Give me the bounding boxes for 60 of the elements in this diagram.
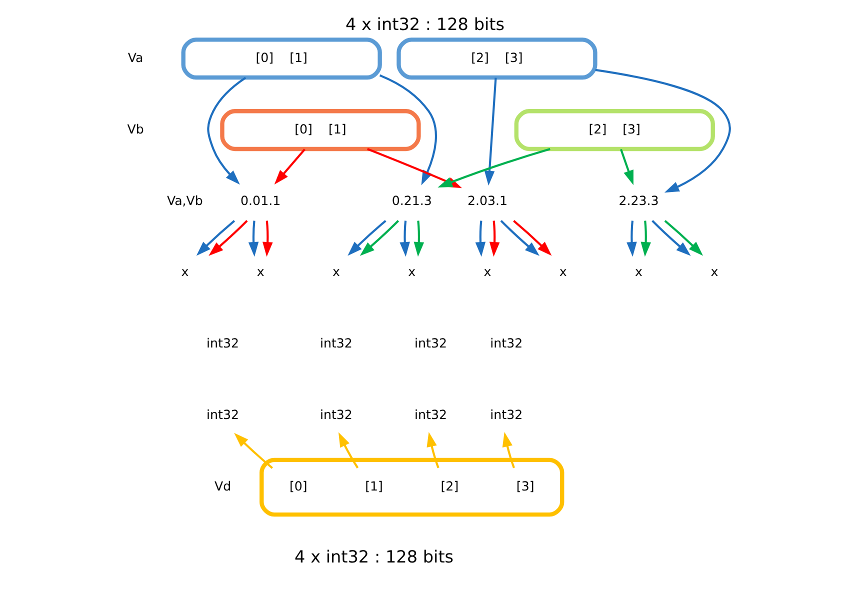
node-text: int32 <box>414 407 448 422</box>
label: int32 <box>414 336 448 351</box>
node-box: [0] [1] <box>220 109 421 152</box>
arrow <box>207 76 246 185</box>
arrow <box>484 78 497 186</box>
diagram-title: 4 x int32 : 128 bits <box>346 14 504 34</box>
label: Va <box>128 50 144 65</box>
arrow <box>652 220 691 256</box>
node-text: x <box>181 264 189 280</box>
label: int32 <box>490 336 523 351</box>
arrow <box>500 220 540 256</box>
node-text: int32 <box>206 407 239 422</box>
arrow <box>426 432 440 468</box>
node-text: 0.01.1 <box>240 192 281 208</box>
arrow <box>664 220 704 256</box>
node-text: int32 <box>490 407 523 422</box>
arrow <box>626 220 637 257</box>
node-box: [2] [3] <box>514 109 715 152</box>
arrow <box>196 220 236 256</box>
node-text: x <box>332 264 340 280</box>
label: Vb <box>127 121 144 136</box>
arrow <box>400 220 410 257</box>
arrow <box>414 220 424 257</box>
label: Vd <box>214 478 232 494</box>
node-text: 2.23.3 <box>618 192 659 208</box>
arrow <box>208 220 248 256</box>
node-text: x <box>635 264 643 280</box>
arrow <box>489 220 500 257</box>
node-text: int32 <box>320 407 352 422</box>
node-box: [2] [3] <box>396 38 598 80</box>
arrow <box>513 220 552 256</box>
arrow <box>640 220 651 257</box>
label: Va,Vb <box>166 192 203 208</box>
node-text: 2.03.1 <box>467 192 508 208</box>
arrow <box>360 220 400 256</box>
arrow <box>502 432 515 468</box>
node-text: x <box>256 264 264 280</box>
arrow <box>338 432 359 468</box>
node-box: [0] [1] <box>181 38 382 80</box>
cluster <box>260 458 564 517</box>
arrow <box>234 432 274 469</box>
node-text: [1] <box>365 478 383 494</box>
arrow <box>620 148 634 186</box>
label: int32 <box>206 336 239 351</box>
node-text: [0] <box>289 478 308 494</box>
node-text: [3] <box>516 478 534 494</box>
arrow <box>595 68 731 193</box>
node-text: x <box>559 264 567 280</box>
node-text: x <box>484 264 492 280</box>
node-text: x <box>710 264 718 280</box>
node-text: x <box>408 264 416 280</box>
arrow <box>274 148 306 185</box>
node-text: 0.21.3 <box>392 192 432 208</box>
caption: 4 x int32 : 128 bits <box>294 546 454 567</box>
arrow <box>262 220 273 257</box>
label: int32 <box>320 336 352 351</box>
node-text: [2] <box>440 478 459 494</box>
arrow <box>475 220 486 257</box>
arrow <box>348 220 386 256</box>
arrow <box>248 220 259 257</box>
